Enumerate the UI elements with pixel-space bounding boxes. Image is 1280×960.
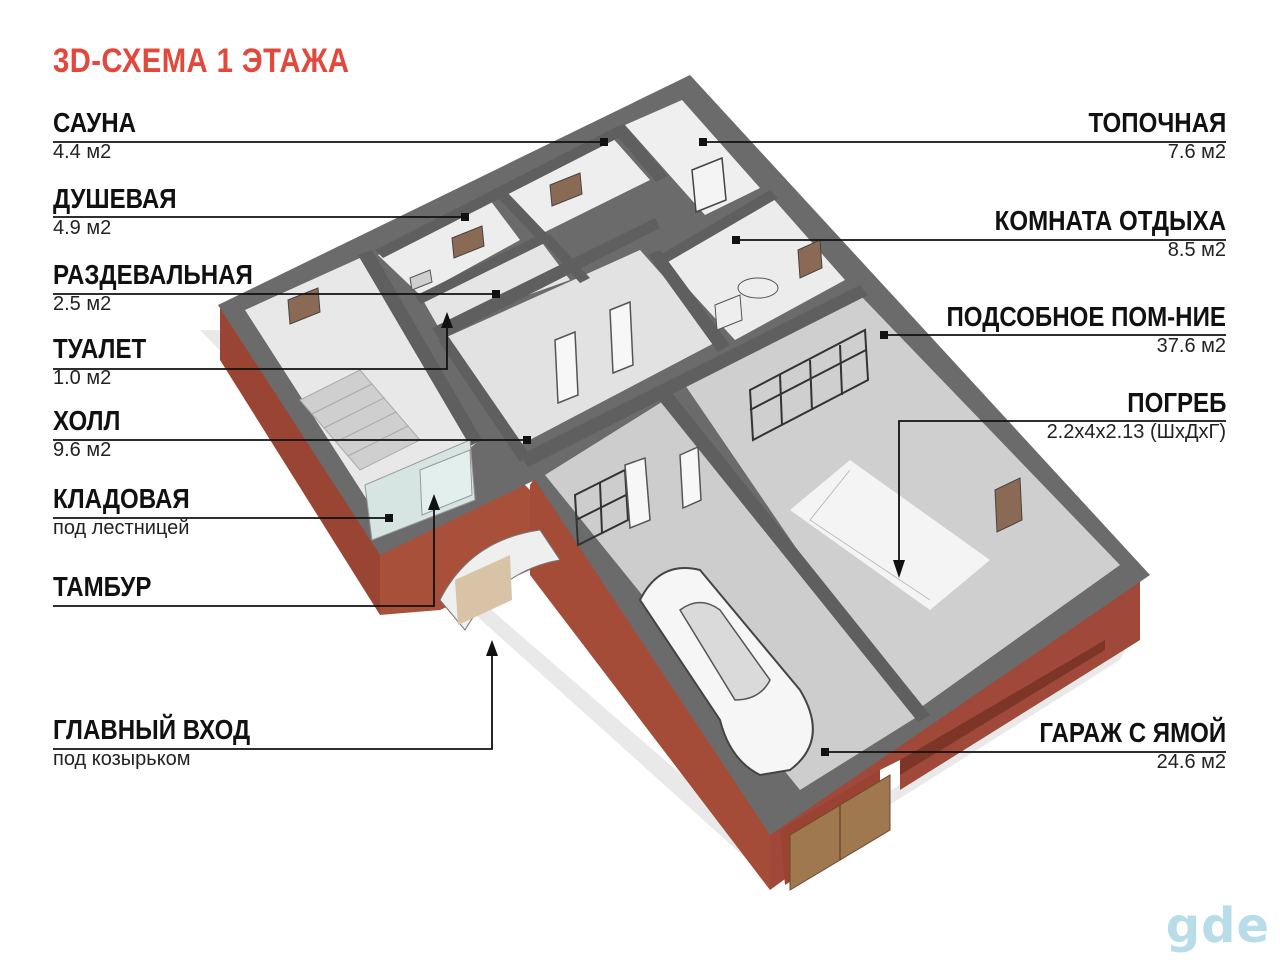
label-entrance-value: под козырьком xyxy=(53,748,191,770)
entrance-door xyxy=(455,555,512,625)
label-cellar: ПОГРЕБ 2.2х4х2.13 (ШхДхГ) xyxy=(1047,388,1226,444)
garage-door xyxy=(789,774,891,891)
label-toilet: ТУАЛЕТ 1.0 м2 xyxy=(53,334,161,390)
label-hall-name: ХОЛЛ xyxy=(53,405,121,436)
cellar-hatch xyxy=(809,469,931,601)
label-cellar-name: ПОГРЕБ xyxy=(1126,387,1226,418)
car xyxy=(638,567,814,777)
label-rest-room-value: 8.5 м2 xyxy=(1167,239,1226,261)
label-entrance: ГЛАВНЫЙ ВХОД под козырьком xyxy=(53,715,282,771)
windows xyxy=(287,172,1023,533)
leader-markers xyxy=(385,138,905,756)
leader-entrance xyxy=(53,650,493,750)
label-sauna-value: 4.4 м2 xyxy=(53,141,112,163)
label-utility-name: ПОДСОБНОЕ ПОМ-НИЕ xyxy=(946,301,1226,332)
label-storage: КЛАДОВАЯ под лестницей xyxy=(53,484,212,540)
label-boiler-value: 7.6 м2 xyxy=(1167,141,1226,163)
label-vestibule: ТАМБУР xyxy=(53,572,167,602)
staircase xyxy=(299,369,421,471)
label-sauna-name: САУНА xyxy=(53,107,137,138)
label-cellar-value: 2.2х4х2.13 (ШхДхГ) xyxy=(1046,421,1226,443)
label-entrance-name: ГЛАВНЫЙ ВХОД xyxy=(53,714,251,745)
label-changing-value: 2.5 м2 xyxy=(53,293,112,315)
interior-walls xyxy=(358,124,930,722)
label-shower-value: 4.9 м2 xyxy=(53,217,112,239)
leader-vestibule xyxy=(53,508,435,607)
label-sauna: САУНА 4.4 м2 xyxy=(53,108,150,164)
label-changing-name: РАЗДЕВАЛЬНАЯ xyxy=(53,259,253,290)
label-boiler: ТОПОЧНАЯ 7.6 м2 xyxy=(1066,108,1226,164)
ground-shadow xyxy=(200,330,1130,880)
shelving-units xyxy=(573,328,870,547)
label-vestibule-name: ТАМБУР xyxy=(53,571,152,602)
label-utility-value: 37.6 м2 xyxy=(1156,335,1226,357)
label-toilet-name: ТУАЛЕТ xyxy=(53,333,147,364)
label-boiler-name: ТОПОЧНАЯ xyxy=(1088,107,1226,138)
leader-toilet xyxy=(53,325,448,370)
page-title: 3D-СХЕМА 1 ЭТАЖА xyxy=(53,42,350,80)
leader-cellar xyxy=(898,420,1226,560)
label-garage: ГАРАЖ С ЯМОЙ 24.6 м2 xyxy=(1009,718,1226,774)
label-hall: ХОЛЛ 9.6 м2 xyxy=(53,406,131,462)
label-rest-room: КОМНАТА ОТДЫХА 8.5 м2 xyxy=(957,206,1226,262)
label-shower: ДУШЕВАЯ 4.9 м2 xyxy=(53,184,197,240)
label-utility: ПОДСОБНОЕ ПОМ-НИЕ 37.6 м2 xyxy=(901,302,1226,358)
label-shower-name: ДУШЕВАЯ xyxy=(53,183,177,214)
label-storage-value: под лестницей xyxy=(53,517,190,539)
label-garage-name: ГАРАЖ С ЯМОЙ xyxy=(1039,717,1226,748)
watermark-logo: gde xyxy=(1165,898,1270,954)
label-changing: РАЗДЕВАЛЬНАЯ 2.5 м2 xyxy=(53,260,285,316)
label-garage-value: 24.6 м2 xyxy=(1156,751,1226,773)
label-hall-value: 9.6 м2 xyxy=(53,439,112,461)
label-toilet-value: 1.0 м2 xyxy=(53,367,112,389)
label-rest-room-name: КОМНАТА ОТДЫХА xyxy=(994,205,1226,236)
label-storage-name: КЛАДОВАЯ xyxy=(53,483,190,514)
leader-lines xyxy=(53,141,1226,753)
furniture xyxy=(409,156,779,331)
doors xyxy=(554,300,702,530)
